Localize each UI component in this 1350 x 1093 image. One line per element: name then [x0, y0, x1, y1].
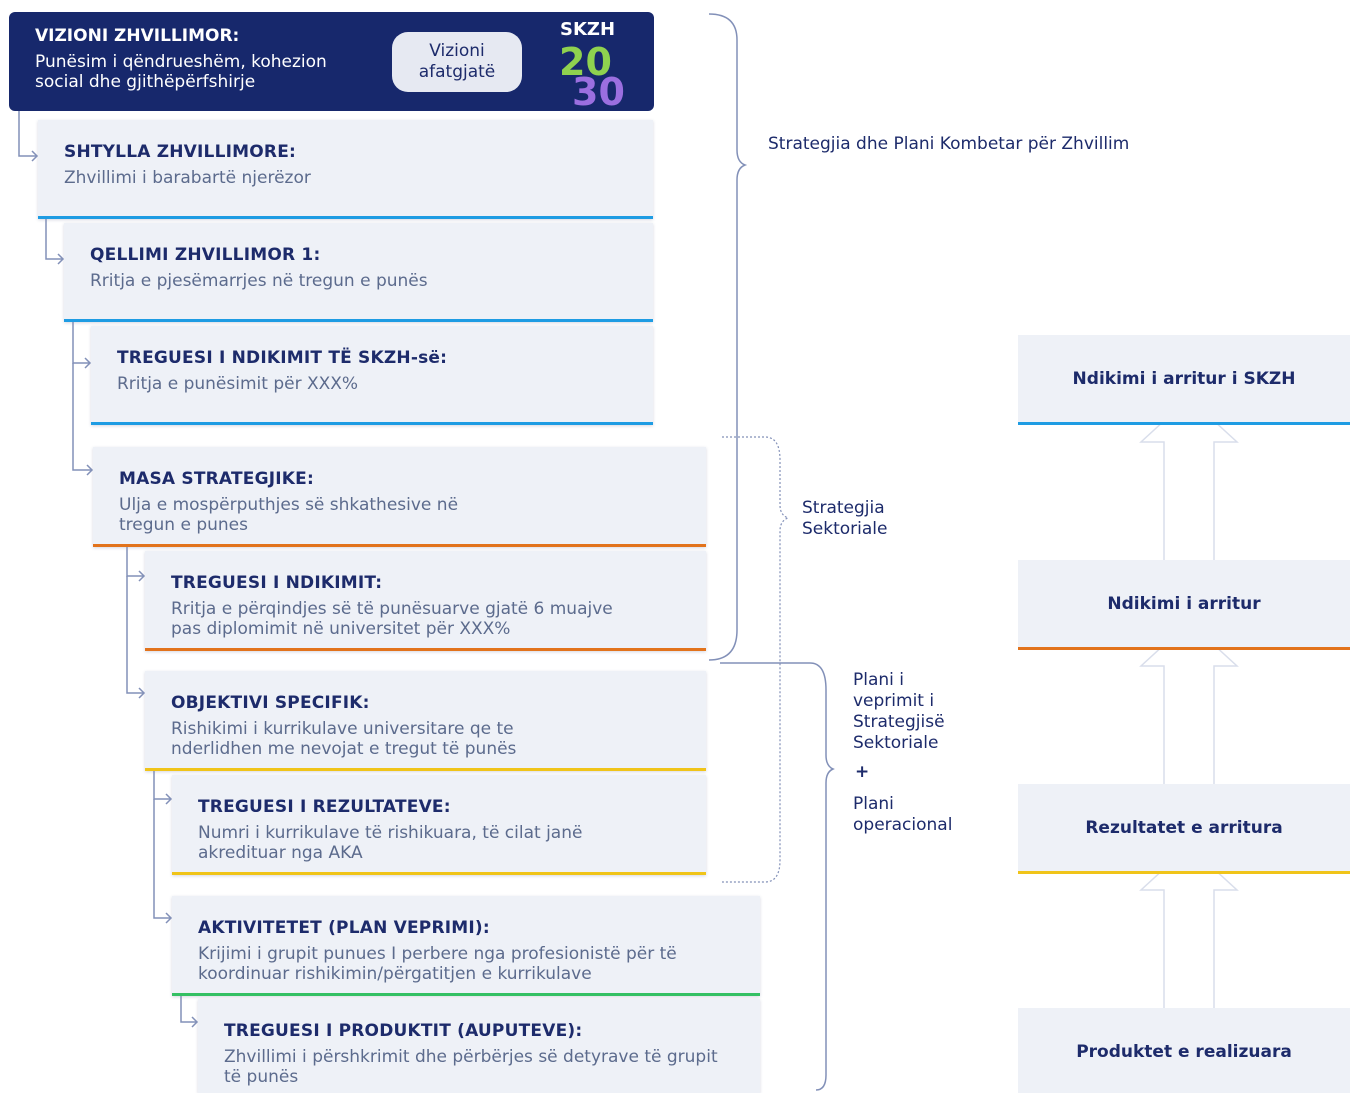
box-text: Ulja e mospërputhjes së shkathesive në t…: [119, 495, 459, 535]
sectoral-strategy-brace: [722, 436, 790, 883]
specific-objective-box: OBJEKTIVI SPECIFIK: Rishikimi i kurrikul…: [145, 671, 706, 771]
connector-arrow: [72, 322, 89, 364]
sectoral-strategy-label: Strategjia Sektoriale: [802, 498, 888, 539]
result-indicator-box: TREGUESI I REZULTATEVE: Numri i kurrikul…: [172, 775, 706, 875]
box-title: TREGUESI I REZULTATEVE:: [198, 797, 451, 817]
action-plan-brace: [720, 662, 835, 1091]
box-title: TREGUESI I NDIKIMIT TË SKZH-së:: [117, 348, 448, 368]
skzh-impact-indicator-box: TREGUESI I NDIKIMIT TË SKZH-së: Rritja e…: [91, 326, 653, 425]
connector-arrow: [18, 111, 36, 157]
tree-connectors: [18, 111, 199, 1028]
arrowhead: [31, 150, 39, 162]
impact-indicator-box: TREGUESI I NDIKIMIT: Rritja e përqindjes…: [145, 551, 706, 651]
connector-arrow: [45, 219, 62, 260]
vision-text: Punësim i qëndrueshëm, kohezion social d…: [35, 52, 327, 92]
box-title: AKTIVITETET (PLAN VEPRIMI):: [198, 918, 490, 938]
national-strategy-label: Strategjia dhe Plani Kombetar për Zhvill…: [768, 134, 1130, 154]
box-text: Zhvillimi i barabartë njerëzor: [64, 168, 311, 188]
logo-year-bottom: 30: [572, 70, 625, 107]
connector-arrow: [72, 363, 91, 471]
strategic-measure-box: MASA STRATEGJIKE: Ulja e mospërputhjes s…: [93, 447, 706, 547]
vision-box: VIZIONI ZHVILLIMOR: Punësim i qëndrueshë…: [9, 12, 654, 114]
output-indicator-box: TREGUESI I PRODUKTIT (AUPUTEVE): Zhvilli…: [198, 999, 760, 1093]
result-arrows: [1139, 396, 1239, 1021]
box-title: OBJEKTIVI SPECIFIK:: [171, 693, 370, 713]
box-text: Zhvillimi i përshkrimit dhe përbërjes së…: [224, 1047, 718, 1087]
skzh-2030-logo: SKZH 20 30: [554, 17, 634, 114]
result-box-results: Rezultatet e arritura: [1018, 784, 1350, 874]
development-pillar-box: SHTYLLA ZHVILLIMORE: Zhvillimi i barabar…: [38, 120, 653, 219]
logo-text: SKZH: [560, 19, 616, 40]
development-goal-box: QELLIMI ZHVILLIMOR 1: Rritja e pjesëmarr…: [64, 223, 653, 322]
box-title: QELLIMI ZHVILLIMOR 1:: [90, 245, 321, 265]
box-title: TREGUESI I NDIKIMIT:: [171, 573, 383, 593]
box-text: Rritja e përqindjes së të punësuarve gja…: [171, 599, 613, 639]
logo-year-graphic: 20 30: [559, 40, 625, 114]
national-strategy-brace: [708, 13, 748, 661]
result-box-products: Produktet e realizuara: [1018, 1008, 1350, 1093]
result-box-skzh-impact: Ndikimi i arritur i SKZH: [1018, 335, 1350, 425]
vision-pill: Vizioni afatgjatë: [392, 32, 522, 92]
box-text: Krijimi i grupit punues I perbere nga pr…: [198, 944, 677, 984]
connector-arrow: [180, 996, 196, 1023]
plus-sign: +: [855, 762, 870, 782]
box-title: TREGUESI I PRODUKTIT (AUPUTEVE):: [224, 1021, 583, 1041]
operational-plan-label: Plani operacional: [853, 794, 953, 835]
box-text: Rritja e pjesëmarrjes në tregun e punës: [90, 271, 428, 291]
box-text: Rritja e punësimit për XXX%: [117, 374, 359, 394]
logo-year-top: 20: [559, 40, 612, 84]
connector-arrow: [126, 576, 143, 694]
activities-box: AKTIVITETET (PLAN VEPRIMI): Krijimi i gr…: [172, 896, 760, 996]
connector-arrow: [153, 799, 170, 919]
box-title: MASA STRATEGJIKE:: [119, 469, 314, 489]
result-box-impact: Ndikimi i arritur: [1018, 560, 1350, 650]
action-plan-label: Plani i veprimit i Strategjisë Sektorial…: [853, 670, 945, 753]
box-text: Numri i kurrikulave të rishikuara, të ci…: [198, 823, 583, 863]
box-text: Rishikimi i kurrikulave universitare qe …: [171, 719, 517, 759]
box-title: SHTYLLA ZHVILLIMORE:: [64, 142, 297, 162]
vision-title: VIZIONI ZHVILLIMOR:: [35, 26, 240, 46]
